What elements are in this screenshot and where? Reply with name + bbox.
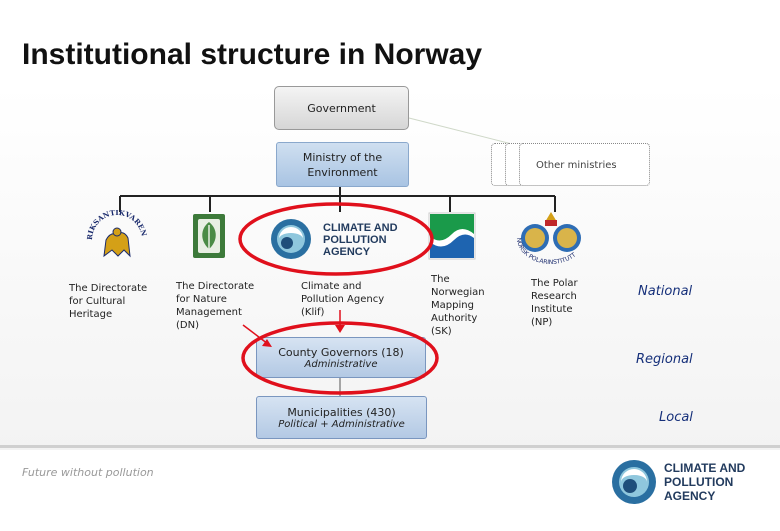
slide-title: Institutional structure in Norway bbox=[22, 38, 483, 71]
klif-logo-line-1: CLIMATE AND bbox=[323, 222, 398, 234]
wave-logo bbox=[428, 212, 476, 260]
level-national: National bbox=[638, 284, 693, 299]
municipalities-label: Municipalities (430) bbox=[287, 405, 396, 419]
agency-label-np: The Polar Research Institute (NP) bbox=[531, 278, 578, 328]
county-governors-role: Administrative bbox=[304, 358, 378, 370]
agency-label-dn: The Directorate for Nature Management (D… bbox=[176, 281, 255, 331]
level-regional: Regional bbox=[636, 352, 693, 367]
county-governors-box: County Governors (18) Administrative bbox=[256, 337, 426, 378]
footer-logo-line-1: CLIMATE AND bbox=[664, 461, 746, 475]
ministry-box: Ministry of the Environment bbox=[276, 142, 409, 187]
footer-divider bbox=[0, 445, 780, 448]
dn-arrow-line bbox=[242, 324, 269, 345]
government-label: Government bbox=[307, 101, 376, 115]
agency-label-sk: The Norwegian Mapping Authority (SK) bbox=[431, 274, 485, 337]
footer-logo-line-2: POLLUTION bbox=[664, 475, 733, 489]
level-local: Local bbox=[659, 410, 693, 425]
municipalities-role: Political + Administrative bbox=[278, 418, 405, 430]
footer-klif-logo: CLIMATE AND POLLUTION AGENCY bbox=[612, 460, 746, 504]
klif-arrow-head bbox=[335, 325, 345, 333]
ministry-label: Ministry of the Environment bbox=[302, 150, 383, 179]
klif-highlight-ellipse bbox=[238, 202, 434, 276]
dn-arrow-head bbox=[262, 339, 272, 347]
norsk-polarinstitutt-logo: NORSK POLARINSTITUTT bbox=[515, 212, 581, 264]
dn-leaf-logo bbox=[193, 214, 225, 258]
municipalities-box: Municipalities (430) Political + Adminis… bbox=[256, 396, 427, 439]
klif-logo-line-3: AGENCY bbox=[323, 246, 371, 258]
klif-logo-line-2: POLLUTION bbox=[323, 234, 387, 246]
agency-label-cultural-heritage: The Directorate for Cultural Heritage bbox=[69, 283, 148, 320]
government-box: Government bbox=[274, 86, 409, 130]
county-highlight-ellipse bbox=[241, 321, 439, 395]
agency-label-klif: Climate and Pollution Agency (Klif) bbox=[301, 281, 385, 318]
other-ministry-card-front bbox=[519, 143, 650, 186]
other-ministries-label: Other ministries bbox=[536, 160, 617, 171]
footer-logo-line-3: AGENCY bbox=[664, 489, 715, 503]
county-governors-label: County Governors (18) bbox=[278, 345, 404, 359]
klif-logo: CLIMATE AND POLLUTION AGENCY bbox=[271, 219, 398, 259]
footer-tagline: Future without pollution bbox=[22, 466, 154, 479]
riksantikvaren-lion-logo: RIKSANTIKVAREN bbox=[86, 210, 148, 258]
gov-to-other-line bbox=[408, 117, 521, 147]
